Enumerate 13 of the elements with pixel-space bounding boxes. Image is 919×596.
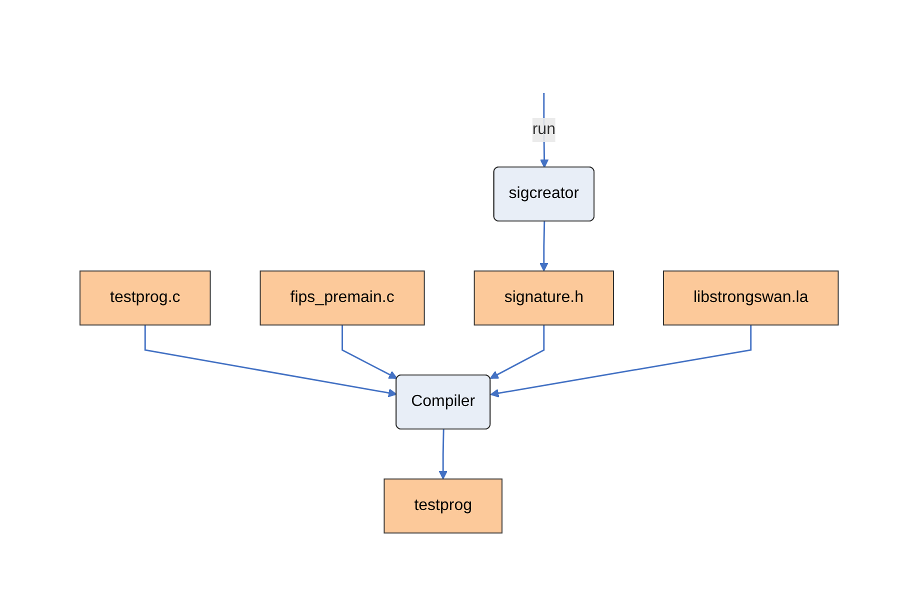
arrow: [490, 325, 752, 398]
node-box: fips_premain.c: [260, 270, 426, 326]
arrow: [144, 325, 398, 398]
arrow: [540, 221, 549, 272]
node-box: signature.h: [474, 270, 614, 326]
node-box: testprog.c: [80, 270, 212, 326]
edge-label: run: [532, 121, 556, 138]
arrow: [439, 429, 448, 480]
arrow: [540, 93, 550, 168]
node-box: libstrongswan.la: [663, 270, 840, 326]
arrow: [490, 325, 546, 379]
node-box: testprog: [384, 478, 503, 534]
arrow: [342, 325, 398, 379]
